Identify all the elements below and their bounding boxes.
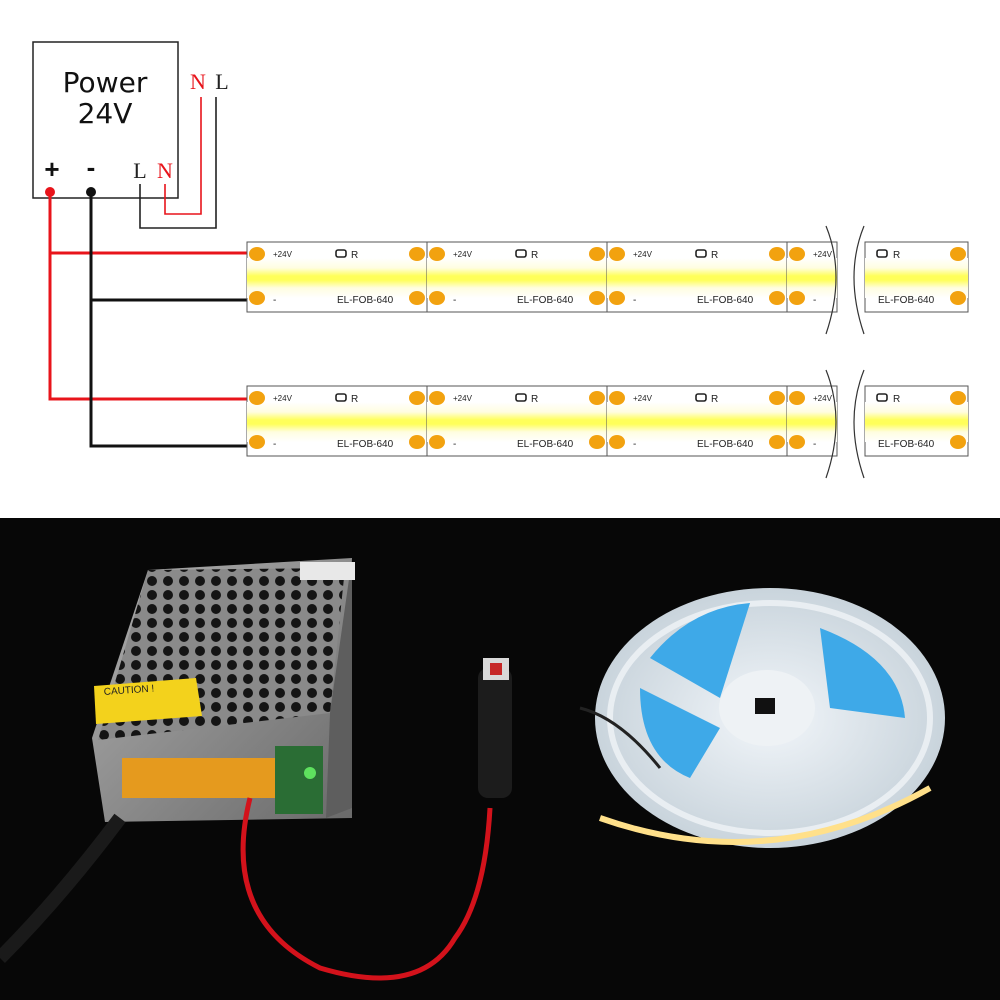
dc-connector [478, 658, 512, 798]
break-mark-right [853, 369, 865, 479]
led-strip-reel [579, 588, 945, 848]
strip2-minus-label-4: - [813, 439, 816, 450]
strip2-r-label-2: R [531, 394, 538, 405]
strip1-minus-label-3: - [633, 295, 636, 306]
strip2-model-label-1: EL-FOB-640 [337, 439, 394, 450]
strip2-minus-label-2: - [453, 439, 456, 450]
strip2-plus-label-1: +24V [273, 394, 293, 403]
negative-wire-strip1 [89, 194, 260, 302]
strip1-plus-label-3: +24V [633, 250, 653, 259]
strip1-minus-label-4: - [813, 295, 816, 306]
strip2-minus-label-1: - [273, 439, 276, 450]
strip2-plus-label-3: +24V [633, 394, 653, 403]
positive-wire-strip2 [48, 253, 260, 401]
wiring-diagram: Power 24V + - L N N L +24V +24V +24V +24… [32, 41, 969, 479]
strip1-plus-label-1: +24V [273, 250, 293, 259]
strip1-minus-label-2: - [453, 295, 456, 306]
strip2-minus-label-3: - [633, 439, 636, 450]
strip1-plus-label-2: +24V [453, 250, 473, 259]
red-dc-wire [240, 797, 493, 981]
mains-label-n: N [190, 69, 206, 94]
positive-terminal-dot [45, 187, 55, 197]
terminal-block [122, 758, 277, 798]
strip1-minus-label-1: - [273, 295, 276, 306]
strip2-r-label-4: R [893, 394, 900, 405]
strip2-plus-label-2: +24V [453, 394, 473, 403]
break-mark-right [853, 225, 865, 335]
caution-label [94, 678, 202, 724]
mains-label-l: L [215, 69, 228, 94]
caution-label-text: CAUTION ! [103, 683, 154, 698]
strip1-model-label-4: EL-FOB-640 [878, 295, 935, 306]
strip1-model-label-2: EL-FOB-640 [517, 295, 574, 306]
break-mark-left [825, 225, 837, 335]
power-supply-unit: CAUTION ! [92, 558, 355, 822]
break-mark-left [825, 369, 837, 479]
psu-title-line1: Power [63, 66, 148, 99]
neutral-wire [164, 97, 202, 215]
negative-terminal-dot [86, 187, 96, 197]
strip1-r-label-1: R [351, 250, 358, 261]
strip2-model-label-2: EL-FOB-640 [517, 439, 574, 450]
strip2-plus-label-4: +24V [813, 394, 833, 403]
black-mains-cable [0, 813, 126, 963]
strip1-model-label-1: EL-FOB-640 [337, 295, 394, 306]
strip2-model-label-4: EL-FOB-640 [878, 439, 935, 450]
psu-terminal-n: N [157, 158, 173, 183]
psu-terminal-l: L [133, 158, 146, 183]
negative-wire-strip2 [89, 300, 260, 448]
strip2-r-label-1: R [351, 394, 358, 405]
psu-terminal-minus: - [87, 152, 96, 182]
strip2-model-label-3: EL-FOB-640 [697, 439, 754, 450]
strip1-r-label-3: R [711, 250, 718, 261]
product-photo: CAUTION ! [0, 518, 1000, 1000]
strip1-r-label-4: R [893, 250, 900, 261]
strip1-r-label-2: R [531, 250, 538, 261]
strip1-model-label-3: EL-FOB-640 [697, 295, 754, 306]
psu-terminal-plus: + [44, 154, 59, 184]
psu-title-line2: 24V [78, 97, 133, 130]
positive-wire-strip1 [48, 194, 260, 255]
led-strip-1: +24V +24V +24V +24V R R R R - - - - EL-F… [246, 225, 969, 335]
power-supply-box [32, 41, 179, 199]
strip1-plus-label-4: +24V [813, 250, 833, 259]
led-strip-2: +24V +24V +24V +24V R R R R - - - - EL-F… [246, 369, 969, 479]
product-photo-illustration: CAUTION ! [0, 558, 945, 981]
live-wire [139, 97, 217, 229]
strip2-r-label-3: R [711, 394, 718, 405]
